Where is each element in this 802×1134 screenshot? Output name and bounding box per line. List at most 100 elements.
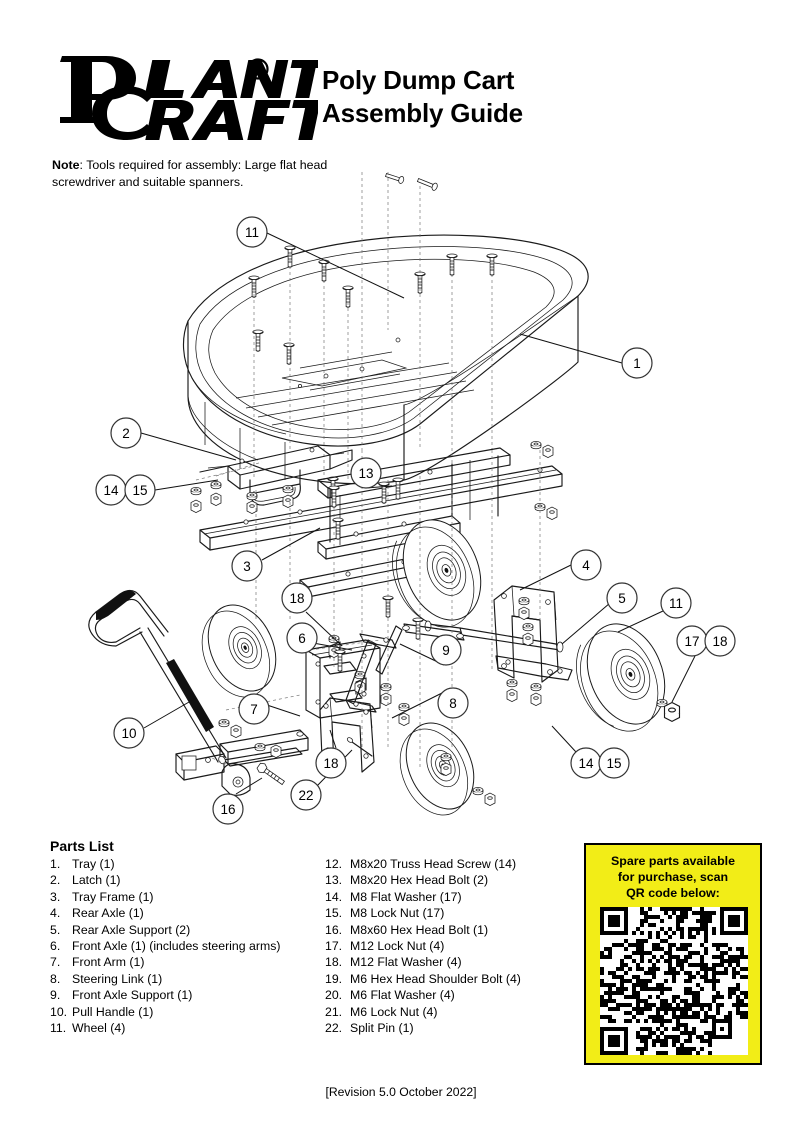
rear-wheel-hardware [656, 699, 681, 723]
part-number: 14. [325, 889, 343, 904]
part-number: 3. [50, 889, 61, 904]
latch-part [199, 445, 353, 506]
part-number: 9. [50, 988, 61, 1003]
callout-bubble [238, 693, 270, 725]
parts-list-item: 8.Steering Link (1) [50, 971, 325, 987]
callout-label: 15 [132, 483, 147, 498]
page-title: Poly Dump Cart Assembly Guide [322, 64, 742, 131]
part-number: 21. [325, 1004, 343, 1019]
callout-label: 22 [298, 788, 313, 803]
callout-bubble [231, 550, 263, 582]
tray-screws-group [248, 172, 498, 499]
callout-14: 14 [95, 474, 127, 506]
parts-list-item: 10. Pull Handle (1) [50, 1004, 325, 1020]
parts-list-item: 3.Tray Frame (1) [50, 889, 325, 905]
part-number: 2. [50, 873, 61, 888]
callout-bubble [598, 747, 630, 779]
part-description: M8 Lock Nut (17) [350, 906, 445, 921]
callout-bubble [124, 474, 156, 506]
part-number: 15. [325, 906, 343, 921]
part-number: 4. [50, 906, 61, 921]
note-label: Note [52, 158, 80, 172]
part-description: M6 Hex Head Shoulder Bolt (4) [350, 971, 521, 986]
part-description: M8 Flat Washer (17) [350, 889, 462, 904]
part-description: Front Axle (1) (includes steering arms) [72, 939, 281, 954]
front-axle-part [305, 635, 381, 719]
part-number: 10. [50, 1004, 68, 1019]
callout-13: 13 [350, 457, 382, 489]
callout-bubble [437, 687, 469, 719]
callout-label: 2 [122, 426, 130, 441]
callout-label: 8 [449, 696, 457, 711]
part-description: Tray (1) [72, 857, 115, 871]
qr-text-line-3: QR code below: [626, 886, 720, 901]
part-number: 5. [50, 922, 61, 937]
part-description: M8x20 Truss Head Screw (14) [350, 857, 517, 871]
part-number: 16. [325, 922, 343, 937]
tray-frame-part [199, 441, 563, 598]
parts-list-item: 19.M6 Hex Head Shoulder Bolt (4) [325, 971, 570, 987]
part-description: M8x60 Hex Head Bolt (1) [350, 922, 489, 937]
callout-22: 22 [290, 779, 322, 811]
callout-11: 11 [660, 587, 692, 619]
part-number: 11. [50, 1021, 67, 1036]
parts-list-column-right: 12.M8x20 Truss Head Screw (14)13.M8x20 H… [325, 856, 570, 1036]
part-description: Pull Handle (1) [72, 1004, 154, 1019]
callout-label: 9 [442, 643, 450, 658]
rear-right-wheel [564, 611, 680, 744]
callout-4: 4 [570, 549, 602, 581]
qr-text-line-1: Spare parts available [611, 854, 735, 868]
note-text: : Tools required for assembly: Large fla… [52, 158, 328, 189]
callout-label: 14 [103, 483, 119, 498]
callout-label: 15 [606, 756, 621, 771]
callout-18: 18 [281, 582, 313, 614]
callout-bubble [236, 216, 268, 248]
part-number: 8. [50, 971, 61, 986]
callout-bubble [606, 582, 638, 614]
callout-8: 8 [437, 687, 469, 719]
qr-code-image[interactable] [600, 907, 748, 1055]
part-number: 6. [50, 939, 61, 954]
exploded-assembly-diagram: .ln{fill:none;stroke:#1a1a1a;stroke-widt… [0, 150, 802, 830]
callout-label: 18 [712, 634, 727, 649]
callout-3: 3 [231, 550, 263, 582]
title-line-1: Poly Dump Cart [322, 65, 515, 95]
callout-label: 18 [289, 591, 304, 606]
title-line-2: Assembly Guide [322, 98, 523, 129]
parts-list-item: 14. M8 Flat Washer (17) [325, 889, 570, 905]
part-number: 1. [50, 857, 61, 871]
qr-panel-text: Spare parts available for purchase, scan… [586, 853, 760, 901]
parts-list-item: 12. M8x20 Truss Head Screw (14) [325, 856, 570, 872]
callout-bubble [621, 347, 653, 379]
parts-list-item: 18.M12 Flat Washer (4) [325, 954, 570, 970]
callout-bubble [286, 622, 318, 654]
parts-list-item: 1. Tray (1) [50, 856, 325, 872]
m8x60-bolt [256, 762, 285, 786]
tray-part [182, 234, 589, 485]
callout-bubble [660, 587, 692, 619]
parts-list-item: 2.Latch (1) [50, 872, 325, 888]
parts-list-item: 15. M8 Lock Nut (17) [325, 905, 570, 921]
callout-6: 6 [286, 622, 318, 654]
callout-bubble [113, 717, 145, 749]
tools-note: Note: Tools required for assembly: Large… [52, 157, 392, 190]
callout-label: 7 [250, 702, 258, 717]
parts-list-item: 7.Front Arm (1) [50, 954, 325, 970]
parts-list-item: 6. Front Axle (1) (includes steering arms… [50, 938, 325, 954]
callout-leader-lines [140, 232, 696, 795]
front-left-wheel [188, 593, 290, 709]
parts-list-item: 22.Split Pin (1) [325, 1020, 570, 1036]
part-number: 12. [325, 857, 343, 871]
callout-bubble [281, 582, 313, 614]
parts-list-item: 17.M12 Lock Nut (4) [325, 938, 570, 954]
part-description: M12 Flat Washer (4) [350, 955, 462, 970]
part-description: M12 Lock Nut (4) [350, 939, 445, 954]
callout-bubble [570, 549, 602, 581]
callout-label: 18 [323, 756, 338, 771]
parts-list-item: 20.M6 Flat Washer (4) [325, 987, 570, 1003]
callout-label: 5 [618, 591, 626, 606]
callout-14: 14 [570, 747, 602, 779]
spare-parts-qr-panel[interactable]: Spare parts available for purchase, scan… [584, 843, 762, 1065]
rear-axle-support-part [424, 585, 573, 706]
